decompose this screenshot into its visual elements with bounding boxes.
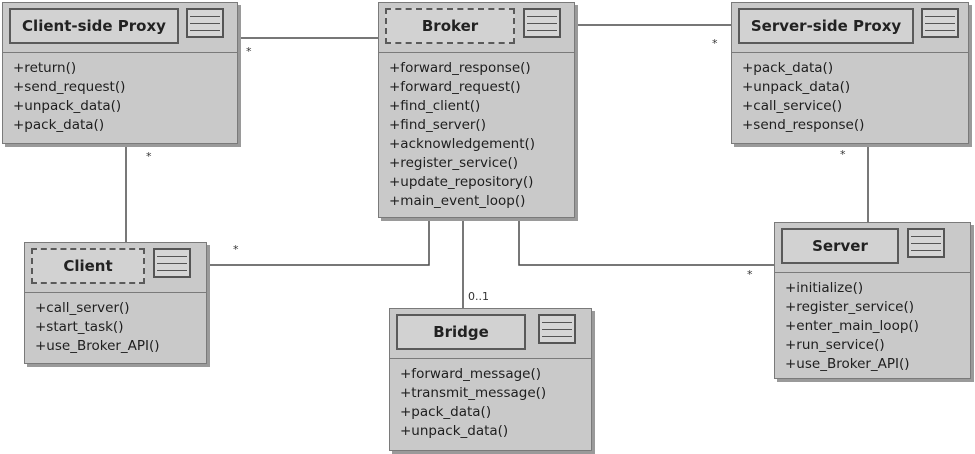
operation: +unpack_data() [742,79,851,95]
operation: +send_response() [742,117,865,133]
class-icon [153,248,191,278]
class-client[interactable]: Client +call_server() +start_task() +use… [24,242,207,364]
operation: +use_Broker_API() [35,338,160,354]
operation: +forward_message() [400,366,542,382]
class-header: Bridge [390,309,591,359]
class-name: Server-side Proxy [738,8,914,44]
operations-list: +pack_data() +unpack_data() +call_servic… [732,53,968,135]
class-header: Server-side Proxy [732,3,968,53]
operation: +use_Broker_API() [785,356,910,372]
operation: +pack_data() [400,404,492,420]
multiplicity-label: * [146,150,152,163]
operation: +unpack_data() [400,423,509,439]
association-broker-server [518,218,774,266]
operation: +call_service() [742,98,843,114]
multiplicity-label: * [246,45,252,58]
operation: +update_repository() [389,174,534,190]
class-name: Broker [385,8,515,44]
multiplicity-label: * [747,268,753,281]
operation: +pack_data() [742,60,834,76]
operations-list: +call_server() +start_task() +use_Broker… [25,293,206,356]
class-icon [186,8,224,38]
association-client-broker [207,218,430,266]
operation: +register_service() [785,299,915,315]
operation: +unpack_data() [13,98,122,114]
operations-list: +forward_message() +transmit_message() +… [390,359,591,441]
operation: +send_request() [13,79,126,95]
class-icon [538,314,576,344]
operation: +find_server() [389,117,486,133]
class-broker[interactable]: Broker +forward_response() +forward_requ… [378,2,575,218]
class-header: Client [25,243,206,293]
operation: +find_client() [389,98,481,114]
operation: +acknowledgement() [389,136,536,152]
multiplicity-label: * [233,243,239,256]
class-name: Bridge [396,314,526,350]
operation: +transmit_message() [400,385,547,401]
operation: +forward_response() [389,60,531,76]
class-client-side-proxy[interactable]: Client-side Proxy +return() +send_reques… [2,2,238,144]
class-name: Client [31,248,145,284]
class-icon [523,8,561,38]
class-name: Server [781,228,899,264]
class-server-side-proxy[interactable]: Server-side Proxy +pack_data() +unpack_d… [731,2,969,144]
class-header: Server [775,223,970,273]
operation: +main_event_loop() [389,193,526,209]
operation: +forward_request() [389,79,521,95]
operation: +initialize() [785,280,864,296]
class-icon [921,8,959,38]
multiplicity-label: 0..1 [468,290,489,303]
class-bridge[interactable]: Bridge +forward_message() +transmit_mess… [389,308,592,451]
class-header: Client-side Proxy [3,3,237,53]
class-server[interactable]: Server +initialize() +register_service()… [774,222,971,379]
operation: +run_service() [785,337,885,353]
operation: +register_service() [389,155,519,171]
multiplicity-label: * [712,37,718,50]
operations-list: +initialize() +register_service() +enter… [775,273,970,374]
operation: +pack_data() [13,117,105,133]
class-header: Broker [379,3,574,53]
class-icon [907,228,945,258]
class-name: Client-side Proxy [9,8,179,44]
operation: +return() [13,60,77,76]
operations-list: +return() +send_request() +unpack_data()… [3,53,237,135]
operations-list: +forward_response() +forward_request() +… [379,53,574,211]
operation: +enter_main_loop() [785,318,919,334]
operation: +call_server() [35,300,130,316]
multiplicity-label: * [840,148,846,161]
operation: +start_task() [35,319,124,335]
